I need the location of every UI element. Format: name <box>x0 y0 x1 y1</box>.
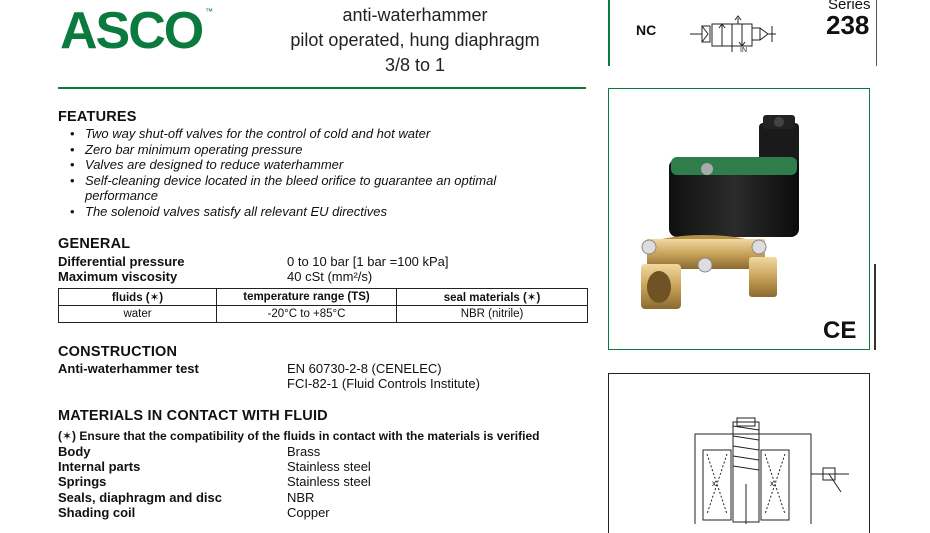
spec-label: Anti-waterhammer test <box>58 361 199 376</box>
header-divider-left <box>608 0 610 66</box>
valve-symbol-icon: IN <box>690 15 776 52</box>
spec-value: Brass <box>287 444 321 459</box>
series-number: 238 <box>826 10 870 40</box>
general-heading: GENERAL <box>58 236 131 252</box>
header-divider-right <box>876 0 877 66</box>
product-photo-frame: CE <box>608 88 870 350</box>
spec-value: FCI-82-1 (Fluid Controls Institute) <box>287 376 480 391</box>
spec-value: 0 to 10 bar [1 bar =100 kPa] <box>287 254 449 269</box>
table-cell: -20°C to +85°C <box>216 305 397 323</box>
spec-value: Stainless steel <box>287 474 371 489</box>
table-cell: NBR (nitrile) <box>396 305 588 323</box>
asco-logo: ASCO ™ <box>60 4 213 54</box>
list-item: Self-cleaning device located in the blee… <box>70 173 540 204</box>
side-rule <box>874 264 876 350</box>
features-list: Two way shut-off valves for the control … <box>58 126 585 219</box>
spec-value: EN 60730-2-8 (CENELEC) <box>287 361 442 376</box>
spec-label: Maximum viscosity <box>58 269 178 284</box>
column-header: fluids (✶) <box>58 288 217 306</box>
features-heading: FEATURES <box>58 109 137 125</box>
nc-label: NC <box>636 22 657 38</box>
series-label: Series <box>828 0 871 13</box>
svg-text:x: x <box>770 479 774 488</box>
spec-value: 40 cSt (mm²/s) <box>287 269 373 284</box>
column-header: temperature range (TS) <box>216 288 397 306</box>
list-item: Two way shut-off valves for the control … <box>70 126 585 142</box>
list-item: The solenoid valves satisfy all relevant… <box>70 204 585 220</box>
spec-value: NBR <box>287 490 315 505</box>
table-header-row: fluids (✶) temperature range (TS) seal m… <box>58 288 588 306</box>
svg-text:IN: IN <box>740 47 747 52</box>
table-row: water -20°C to +85°C NBR (nitrile) <box>58 305 588 323</box>
svg-text:ASCO: ASCO <box>60 4 203 54</box>
title-line-2: pilot operated, hung diaphragm <box>290 30 540 50</box>
spec-label: Springs <box>58 474 107 489</box>
title-line-1: anti-waterhammer <box>342 5 488 25</box>
spec-value: Copper <box>287 505 330 520</box>
spec-value: Stainless steel <box>287 459 371 474</box>
column-header: seal materials (✶) <box>396 288 588 306</box>
header-rule <box>58 87 586 89</box>
cross-section-frame: x x <box>608 373 870 533</box>
spec-label: Body <box>58 444 91 459</box>
spec-label: Shading coil <box>58 505 136 520</box>
spec-label: Differential pressure <box>58 254 185 269</box>
list-item: Zero bar minimum operating pressure <box>70 142 585 158</box>
materials-heading: MATERIALS IN CONTACT WITH FLUID <box>58 408 328 424</box>
fluid-table: fluids (✶) temperature range (TS) seal m… <box>58 288 588 323</box>
spec-label: Internal parts <box>58 459 141 474</box>
list-item: Valves are designed to reduce waterhamme… <box>70 157 585 173</box>
title-line-3: 3/8 to 1 <box>384 55 446 75</box>
svg-text:™: ™ <box>205 7 213 16</box>
table-cell: water <box>58 305 217 323</box>
svg-text:x: x <box>712 479 716 488</box>
cross-section-diagram: x x <box>694 417 849 527</box>
solenoid-valve-image <box>641 115 799 309</box>
spec-label: Seals, diaphragm and disc <box>58 490 222 505</box>
compatibility-note: (✶) Ensure that the compatibility of the… <box>58 429 540 443</box>
construction-heading: CONSTRUCTION <box>58 344 178 360</box>
ce-mark: CE <box>823 317 857 344</box>
